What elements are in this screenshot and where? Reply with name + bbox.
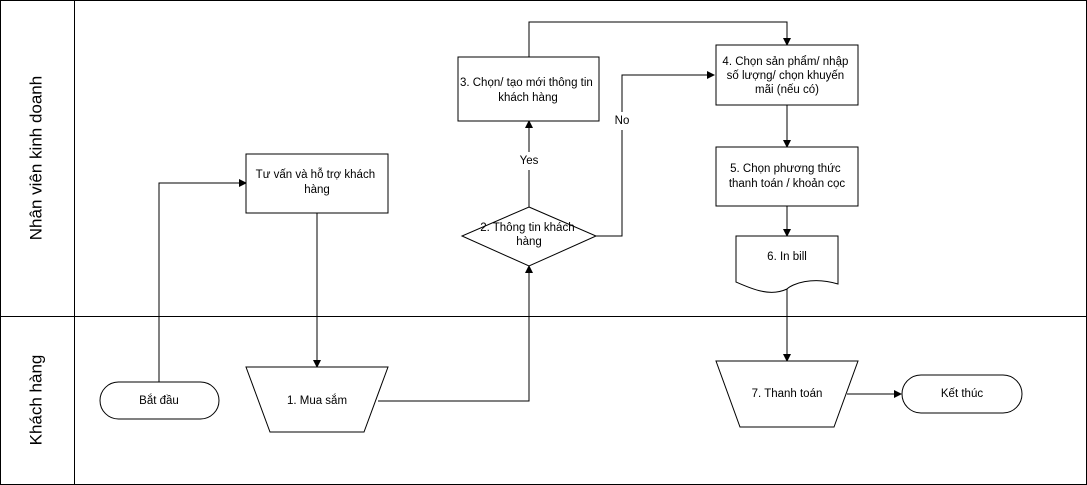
end-terminator: Kết thúc <box>901 374 1023 414</box>
connectors <box>158 21 902 402</box>
lane-label-customer: Khách hàng <box>26 355 45 446</box>
edge-start-to-consult <box>158 179 247 382</box>
edge-label-no: No <box>615 115 630 127</box>
edge-label-yes: Yes <box>520 155 539 167</box>
lane-label-sales-staff: Nhân viên kinh doanh <box>26 76 45 240</box>
shop-manual-operation: 1. Mua sắm <box>245 366 389 433</box>
decision-label: 2. Thông tin khách hàng <box>480 222 578 248</box>
choose-product-label: 4. Chọn sản phẩm/ nhập số lượng/ chọn kh… <box>722 56 851 96</box>
start-terminator: Bắt đầu <box>99 381 220 420</box>
start-label: Bắt đầu <box>139 394 179 407</box>
pay-label: 7. Thanh toán <box>752 388 823 400</box>
edge-decision-no-to-product <box>595 71 715 237</box>
print-bill-document: 6. In bill <box>735 235 839 293</box>
choose-product-process: 4. Chọn sản phẩm/ nhập số lượng/ chọn kh… <box>715 44 859 106</box>
consult-label: Tư vấn và hỗ trợ khách hàng <box>256 168 379 196</box>
print-bill-label: 6. In bill <box>767 251 807 263</box>
payment-method-label: 5. Chọn phương thức thanh toán / khoản c… <box>729 163 846 190</box>
consult-process: Tư vấn và hỗ trợ khách hàng <box>245 153 389 214</box>
pay-manual-operation: 7. Thanh toán <box>715 360 859 428</box>
shop-label: 1. Mua sắm <box>287 394 347 407</box>
edge-info-to-product <box>528 21 791 57</box>
customer-info-label: 3. Chọn/ tạo mới thông tin khách hàng <box>460 77 596 104</box>
edge-shop-to-decision <box>378 265 533 402</box>
payment-method-process: 5. Chọn phương thức thanh toán / khoản c… <box>715 146 859 207</box>
end-label: Kết thúc <box>941 388 983 400</box>
customer-info-process: 3. Chọn/ tạo mới thông tin khách hàng <box>457 56 600 122</box>
customer-info-decision: 2. Thông tin khách hàng <box>460 206 598 267</box>
